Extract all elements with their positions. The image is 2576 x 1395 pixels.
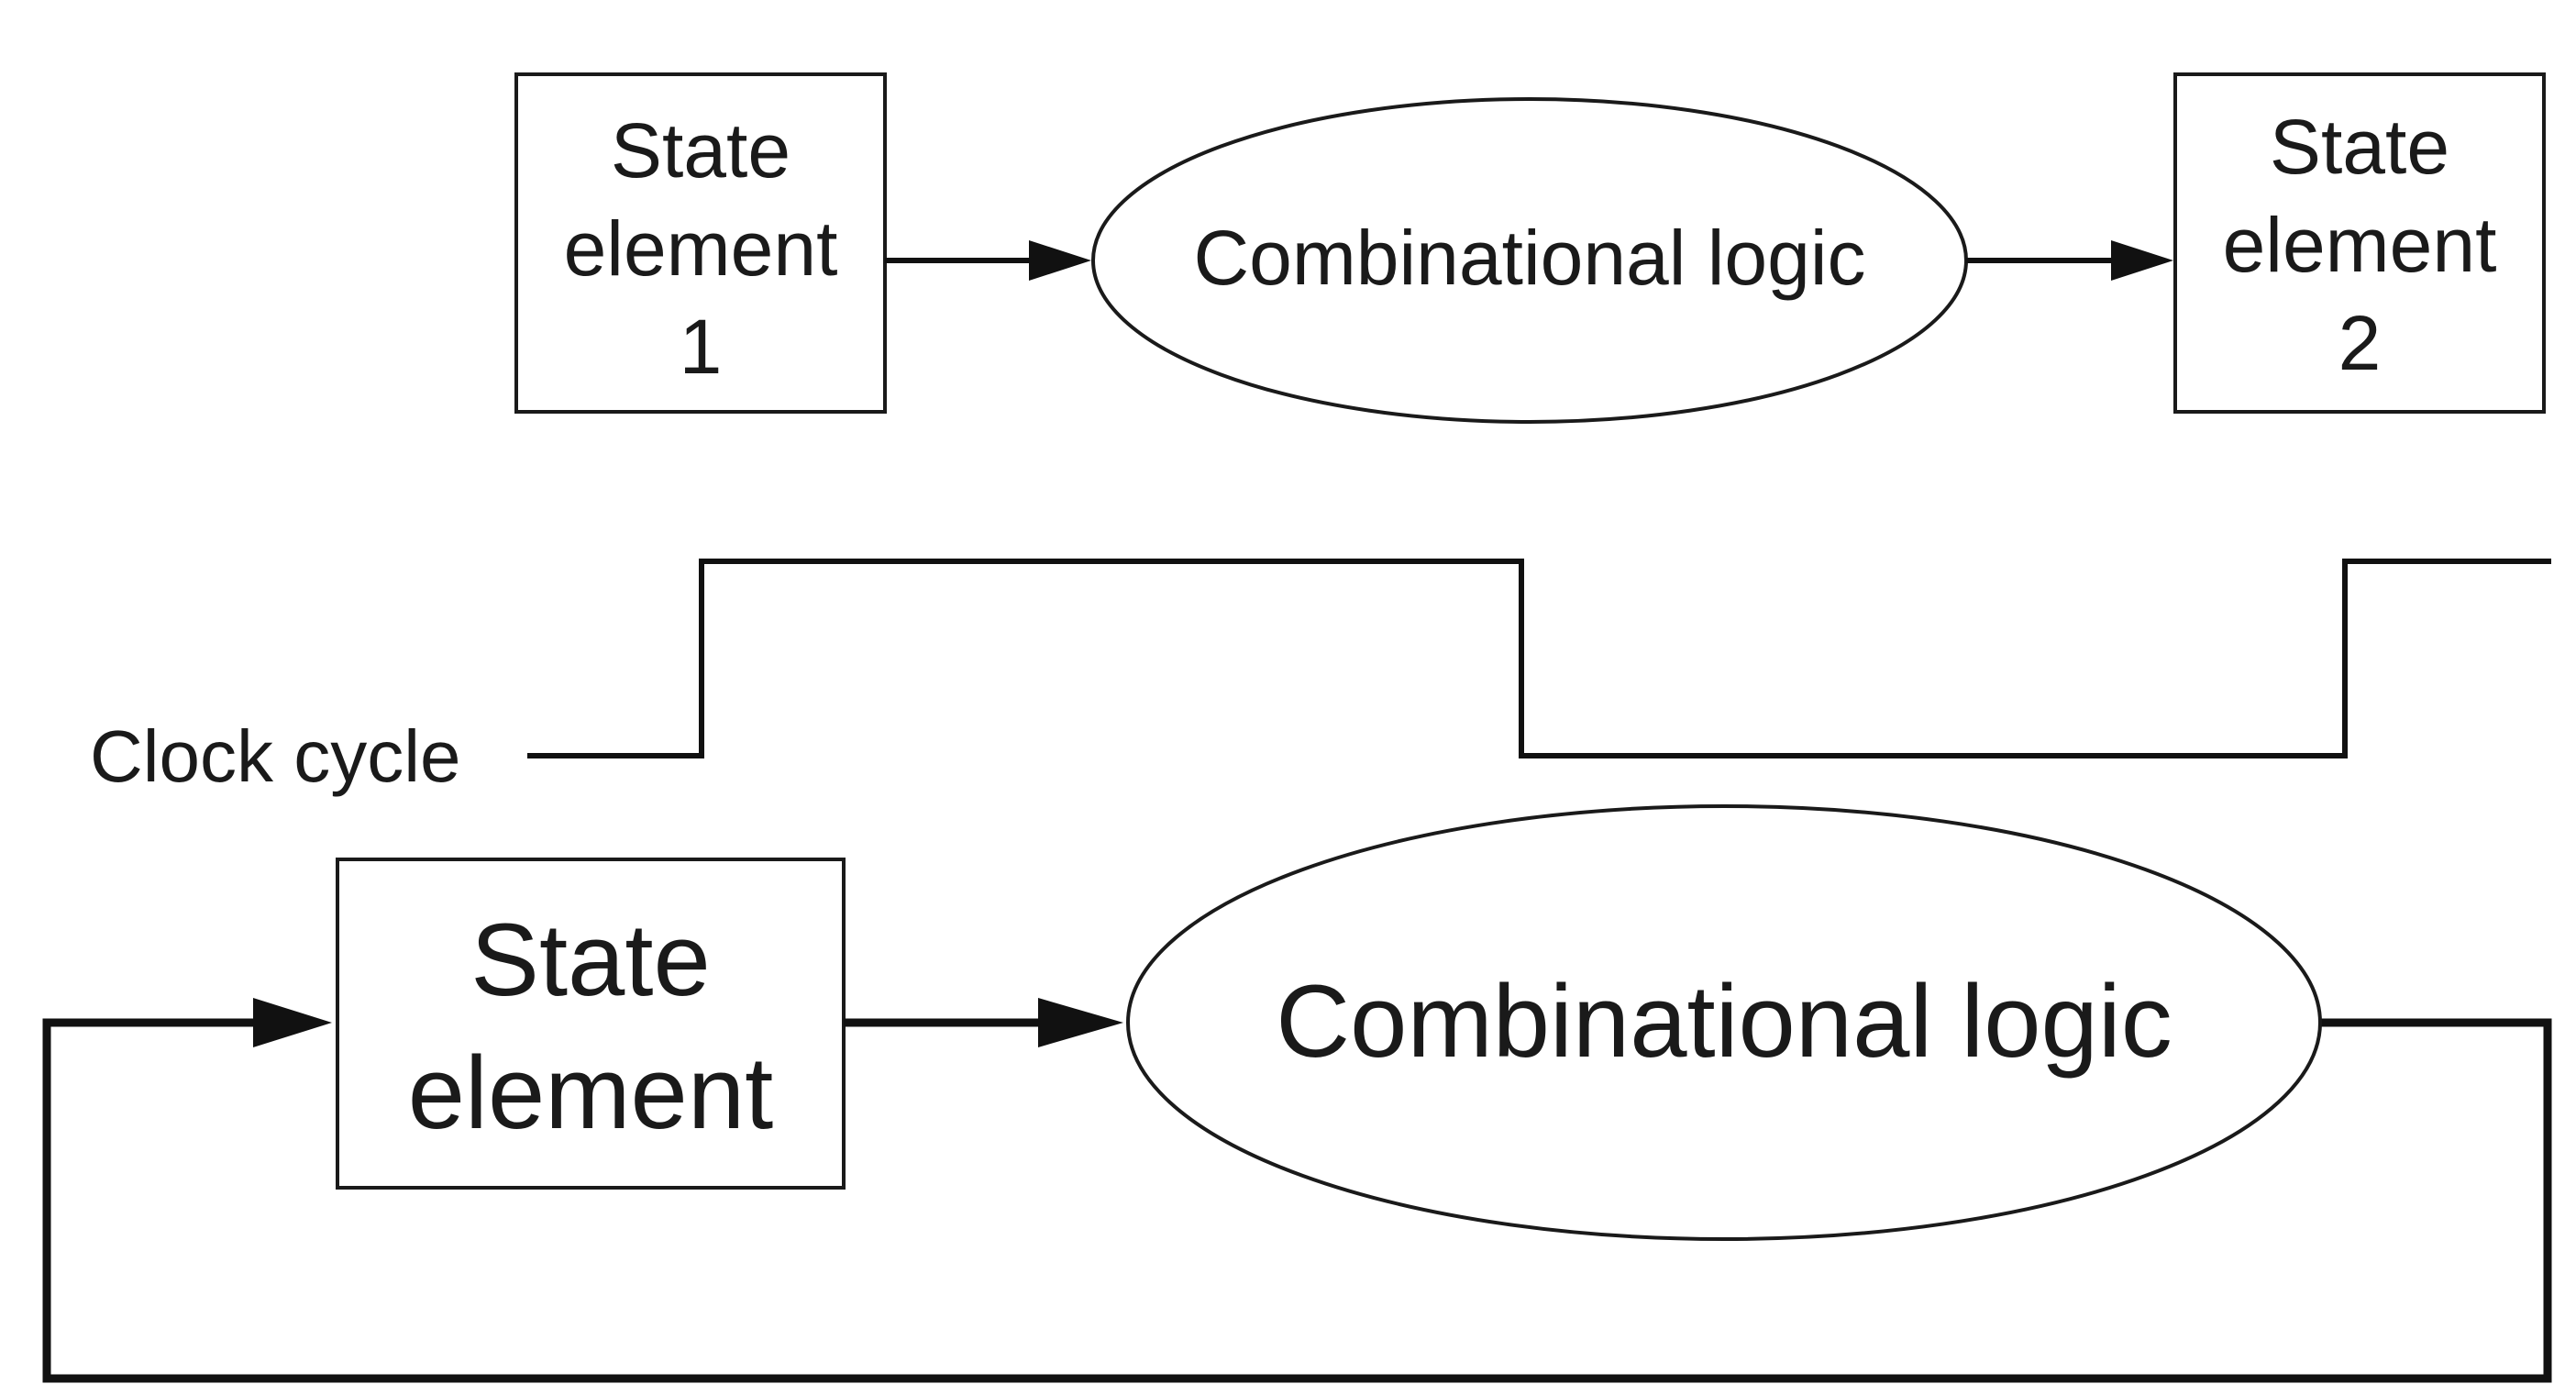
bottom-wire-se-to-logic bbox=[844, 998, 1123, 1047]
bottom-row: State element Combinational logic bbox=[42, 804, 2552, 1383]
clock-signal: Clock cycle bbox=[90, 559, 2551, 797]
top-state-element-2-line1: State bbox=[2270, 104, 2449, 190]
top-row: State element 1 Combinational logic Stat… bbox=[514, 72, 2546, 424]
top-arrowhead-into-logic bbox=[1029, 240, 1091, 281]
bottom-feedback-wire bbox=[42, 1018, 2552, 1383]
bottom-arrowhead-into-state-element bbox=[253, 998, 332, 1047]
bottom-combinational-logic-label: Combinational logic bbox=[1276, 964, 2172, 1079]
bottom-state-element-box bbox=[336, 858, 846, 1190]
bottom-combinational-logic: Combinational logic bbox=[1126, 804, 2322, 1241]
top-wire-logic-to-se2 bbox=[1966, 240, 2173, 281]
clock-waveform bbox=[527, 559, 2551, 758]
top-state-element-2: State element 2 bbox=[2173, 72, 2546, 414]
top-state-element-2-line3: 2 bbox=[2338, 300, 2382, 386]
top-wire-se1-to-logic bbox=[885, 240, 1091, 281]
top-state-element-1-line1: State bbox=[611, 107, 790, 194]
bottom-arrowhead-into-logic bbox=[1038, 998, 1123, 1047]
bottom-state-element-line2: element bbox=[408, 1035, 773, 1150]
top-state-element-1-line3: 1 bbox=[680, 304, 723, 390]
bottom-state-element-line1: State bbox=[470, 902, 711, 1017]
top-state-element-1-box bbox=[514, 72, 887, 414]
top-combinational-logic: Combinational logic bbox=[1091, 97, 1968, 424]
top-state-element-1: State element 1 bbox=[514, 72, 887, 414]
bottom-state-element: State element bbox=[336, 858, 846, 1190]
top-combinational-logic-label: Combinational logic bbox=[1193, 215, 1865, 301]
bottom-combinational-logic-ellipse bbox=[1126, 804, 2322, 1241]
top-arrowhead-into-se2 bbox=[2111, 240, 2173, 281]
clock-cycle-label: Clock cycle bbox=[90, 715, 461, 797]
top-state-element-2-box bbox=[2173, 72, 2546, 414]
top-state-element-2-line2: element bbox=[2223, 202, 2497, 288]
top-state-element-1-line2: element bbox=[564, 205, 838, 292]
